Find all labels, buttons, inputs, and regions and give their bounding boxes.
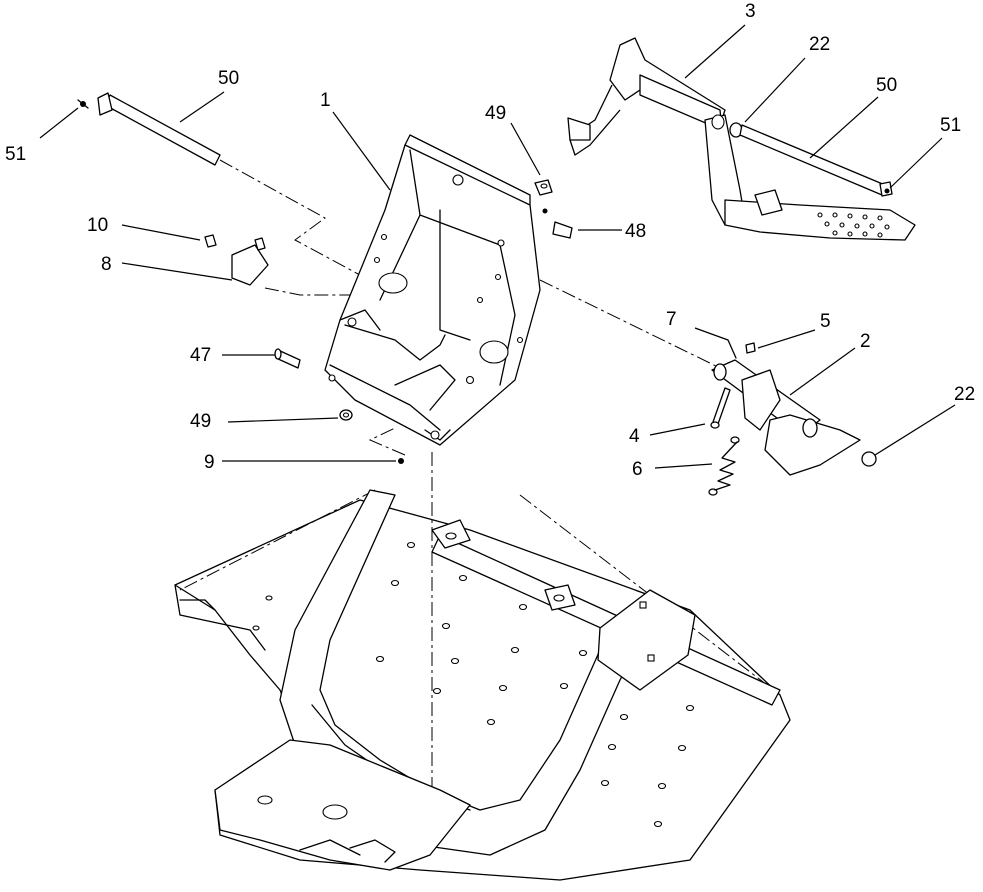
callout-50-upper: 50 bbox=[876, 75, 897, 96]
callout-47: 47 bbox=[190, 345, 211, 366]
callout-1: 1 bbox=[320, 90, 331, 111]
pedal-tread-holes bbox=[817, 212, 890, 238]
part-49-48-fasteners bbox=[534, 179, 573, 239]
callout-5: 5 bbox=[820, 311, 831, 332]
frame-platform bbox=[174, 489, 791, 881]
callout-6: 6 bbox=[632, 459, 643, 480]
callout-8: 8 bbox=[101, 254, 112, 275]
callout-3: 3 bbox=[745, 1, 756, 22]
alignment-lines bbox=[179, 159, 781, 815]
callout-22-upper: 22 bbox=[809, 34, 830, 55]
part-8-switch bbox=[204, 234, 269, 286]
callout-22-lower: 22 bbox=[954, 384, 975, 405]
floor-holes bbox=[252, 541, 695, 828]
callout-51-upper: 51 bbox=[940, 115, 961, 136]
callout-49-lower: 49 bbox=[190, 411, 211, 432]
callout-7: 7 bbox=[666, 309, 677, 330]
part-47-49-9-fasteners bbox=[274, 348, 404, 464]
callout-4: 4 bbox=[629, 426, 640, 447]
callout-9: 9 bbox=[204, 452, 215, 473]
leader-lines bbox=[39, 24, 956, 469]
callout-48: 48 bbox=[625, 221, 646, 242]
part-1-bracket bbox=[324, 134, 541, 446]
part-3-pedal-assembly bbox=[567, 37, 916, 241]
part-2-pedal-assembly bbox=[708, 339, 877, 496]
callout-10: 10 bbox=[87, 215, 108, 236]
callout-49-upper: 49 bbox=[485, 103, 506, 124]
part-50-left-rod bbox=[77, 92, 221, 166]
callout-2: 2 bbox=[860, 331, 871, 352]
callout-labels: 3 22 50 51 50 51 1 49 48 10 8 7 5 2 47 2… bbox=[5, 1, 975, 480]
callout-51-left: 51 bbox=[5, 144, 26, 165]
callout-50-left: 50 bbox=[218, 68, 239, 89]
